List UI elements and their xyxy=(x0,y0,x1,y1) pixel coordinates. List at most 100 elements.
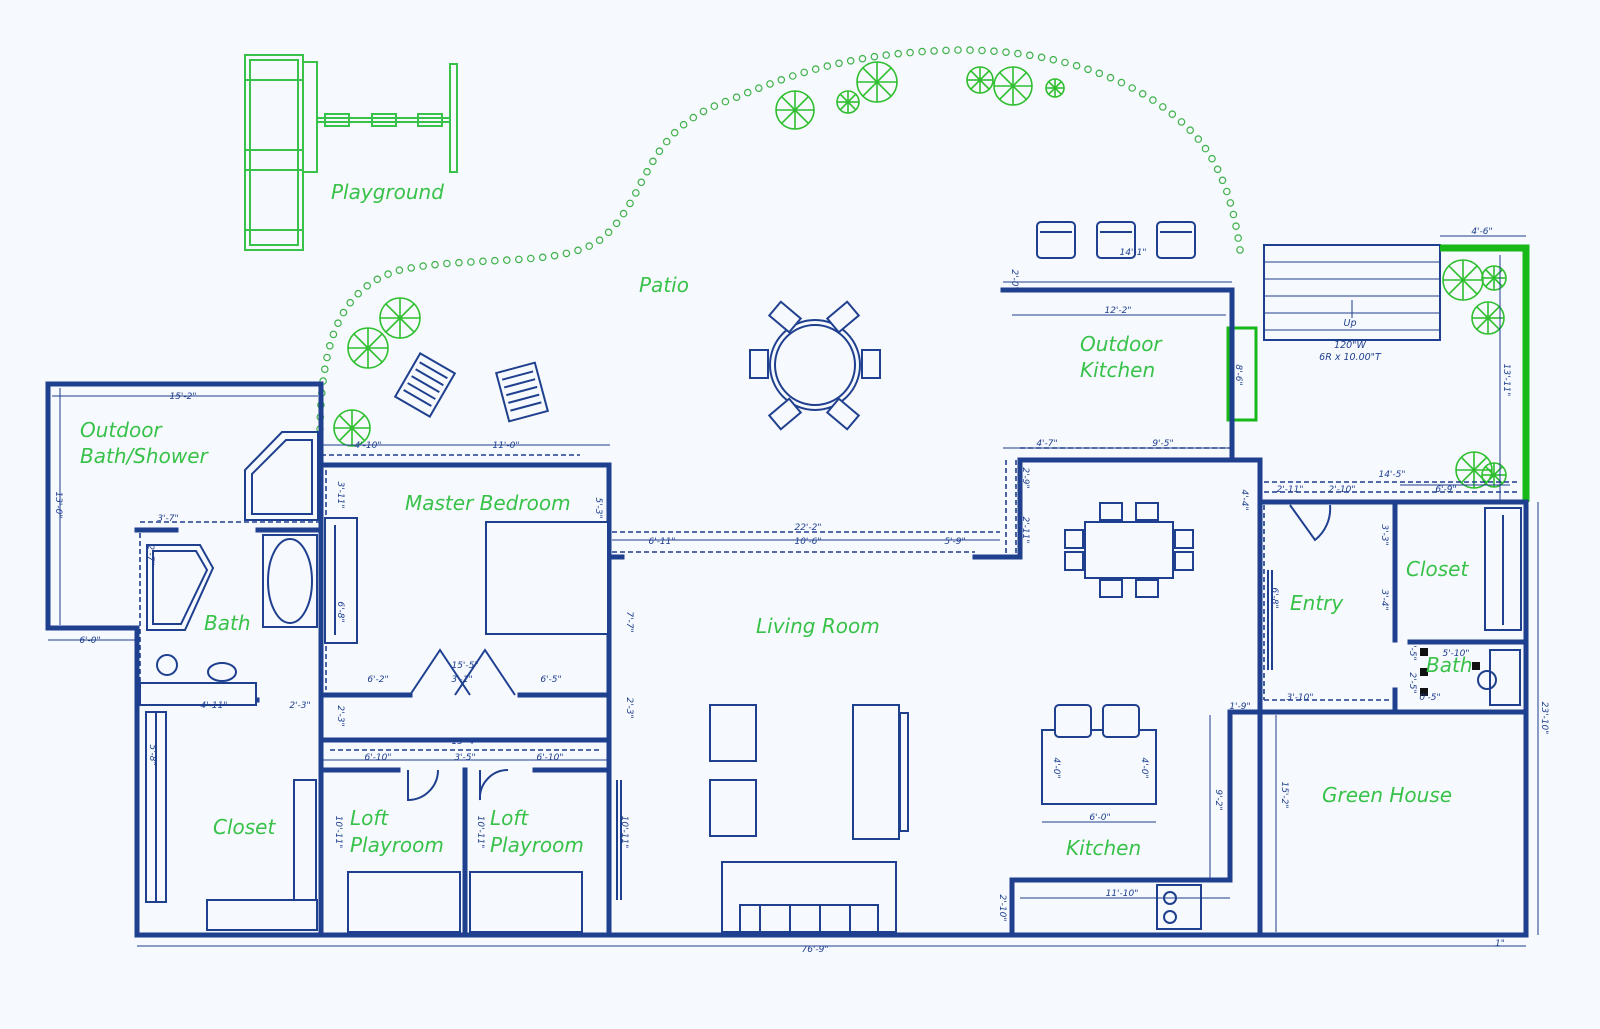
hedge-shrub xyxy=(395,266,404,275)
dim-bath-side: 2'-7" xyxy=(145,544,155,565)
dim-dining-side-b: 2'-11" xyxy=(1020,516,1030,543)
bar-stools xyxy=(1036,221,1196,259)
hedge-shrub xyxy=(323,353,331,362)
dim-deck-side: 13'-11" xyxy=(1501,364,1511,397)
dim-island-h2: 4'-0" xyxy=(1139,757,1149,778)
hedge-shrub xyxy=(954,46,962,54)
dim-mb-top: 11'-0" xyxy=(492,441,519,451)
hedge-shrub xyxy=(325,341,334,350)
dim-bath-vanity: 4'-11" xyxy=(200,701,227,711)
dim-hall-v: 2'-3" xyxy=(335,705,345,726)
hedge-shrub xyxy=(1234,234,1243,242)
hedge-shrub xyxy=(1229,210,1238,219)
hedge-shrub xyxy=(637,178,646,187)
plant-icon xyxy=(1481,265,1507,291)
hedge-shrub xyxy=(354,289,363,298)
dim-closet-r-b: 3'-4" xyxy=(1379,589,1389,610)
dim-bath-top: 3'-7" xyxy=(157,514,178,524)
hedge-shrub xyxy=(1106,73,1115,82)
hedge-shrub xyxy=(346,298,355,307)
plant-icon xyxy=(1481,462,1507,488)
hedge-shrub xyxy=(1213,165,1222,174)
hedge-shrub xyxy=(1138,90,1147,98)
dim-total-width: 76'-9" xyxy=(801,945,828,955)
hedge-shrub xyxy=(502,256,511,264)
stairs-direction: Up xyxy=(1344,318,1357,329)
hedge-shrub xyxy=(918,47,926,56)
hedge-shrub xyxy=(743,88,752,97)
hedge-shrub xyxy=(585,242,594,250)
windows xyxy=(616,570,1273,900)
hedge-shrub xyxy=(966,46,974,54)
plant-icon xyxy=(993,66,1033,106)
patio-table xyxy=(749,300,881,431)
dim-entry-top-a: 2'-11" xyxy=(1276,485,1303,495)
dim-ok-top: 14'-1" xyxy=(1119,248,1146,258)
dim-mb-bottom-right: 6'-5" xyxy=(540,675,561,685)
hedge-shrub xyxy=(811,65,820,73)
dim-kitchen-h: 9'-2" xyxy=(1213,789,1223,810)
dim-lr-top-a: 6'-11" xyxy=(648,537,675,547)
hedge-shrub xyxy=(619,209,628,218)
dim-gh-h: 15'-2" xyxy=(1279,781,1289,808)
hedge-shrub xyxy=(766,80,774,88)
dim-sbath-c: 2'-5" xyxy=(1407,672,1417,693)
label-loft-1b: Playroom xyxy=(350,833,444,857)
hedge-shrub xyxy=(1002,48,1010,57)
hedge-shrub xyxy=(604,228,613,237)
label-loft-2a: Loft xyxy=(490,806,529,830)
label-outdoor-kitchen-2: Kitchen xyxy=(1080,358,1155,382)
dim-island-h1: 4'-0" xyxy=(1051,757,1061,778)
deck-edge xyxy=(1226,244,1530,502)
hedge-shrub xyxy=(1236,246,1244,254)
hedge-shrub xyxy=(1226,199,1235,207)
dim-dining-top-b: 9'-5" xyxy=(1152,439,1173,449)
label-loft-2b: Playroom xyxy=(490,833,584,857)
hedge-shrub xyxy=(710,102,719,110)
hedge-shrub xyxy=(574,246,582,255)
dining-table xyxy=(1064,502,1194,598)
hedge-shrub xyxy=(612,219,621,228)
dim-closet-left-h: 5'-8" xyxy=(147,744,157,765)
hedge-shrub xyxy=(467,258,475,266)
hedge-shrub xyxy=(1014,49,1022,58)
hedge-shrub xyxy=(1084,65,1092,74)
hedge-shrub xyxy=(906,48,914,57)
dim-loft-h1: 10'-11" xyxy=(333,816,343,849)
bath-fixtures xyxy=(139,517,358,706)
hedge-shrub xyxy=(1223,187,1231,196)
plant-icon xyxy=(1442,259,1484,301)
patio-loungers xyxy=(393,351,550,423)
dim-outdoor-bath-base: 6'-0" xyxy=(79,636,100,646)
dim-loft-b: 3'-5" xyxy=(454,753,475,763)
label-outdoor-bath-2: Bath/Shower xyxy=(80,444,210,468)
hedge-shrub xyxy=(655,147,664,156)
hedge-shrub xyxy=(373,275,382,284)
left-closet-fixtures xyxy=(145,711,318,931)
hedge-shrub xyxy=(800,68,809,77)
hedge-shrub xyxy=(1232,222,1240,231)
label-outdoor-bath-1: Outdoor xyxy=(80,418,163,442)
hedge-shrub xyxy=(363,281,372,290)
dim-sbath-a: 1'-5" xyxy=(1407,639,1417,660)
label-green-house: Green House xyxy=(1322,783,1452,807)
dim-loft-total: 15'-4" xyxy=(451,737,478,747)
dim-bath-vanity-gap: 2'-3" xyxy=(289,701,310,711)
playground-structure xyxy=(244,54,458,251)
dim-deck-top: 4'-6" xyxy=(1471,227,1492,237)
label-playground: Playground xyxy=(331,180,444,204)
deck-stairs: Up 120"W 6R x 10.00"T xyxy=(1263,244,1441,363)
hedge-shrub xyxy=(835,59,843,68)
dim-ok-side: 8'-6" xyxy=(1233,364,1243,385)
dim-mb-closet-w: 6'-8" xyxy=(335,601,345,622)
dim-lr-top-total: 22'-2" xyxy=(794,523,821,533)
label-outdoor-kitchen-1: Outdoor xyxy=(1080,332,1163,356)
hedge-shrub xyxy=(514,255,523,264)
hedge-shrub xyxy=(788,72,797,80)
hedge-shrub xyxy=(894,49,903,58)
stairs-risers: 6R x 10.00"T xyxy=(1319,352,1382,363)
dim-lr-top-b: 10'-6" xyxy=(794,537,821,547)
dim-sbath-d: 0'-5" xyxy=(1419,693,1440,703)
dim-sbath-b: 5'-10" xyxy=(1442,649,1469,659)
